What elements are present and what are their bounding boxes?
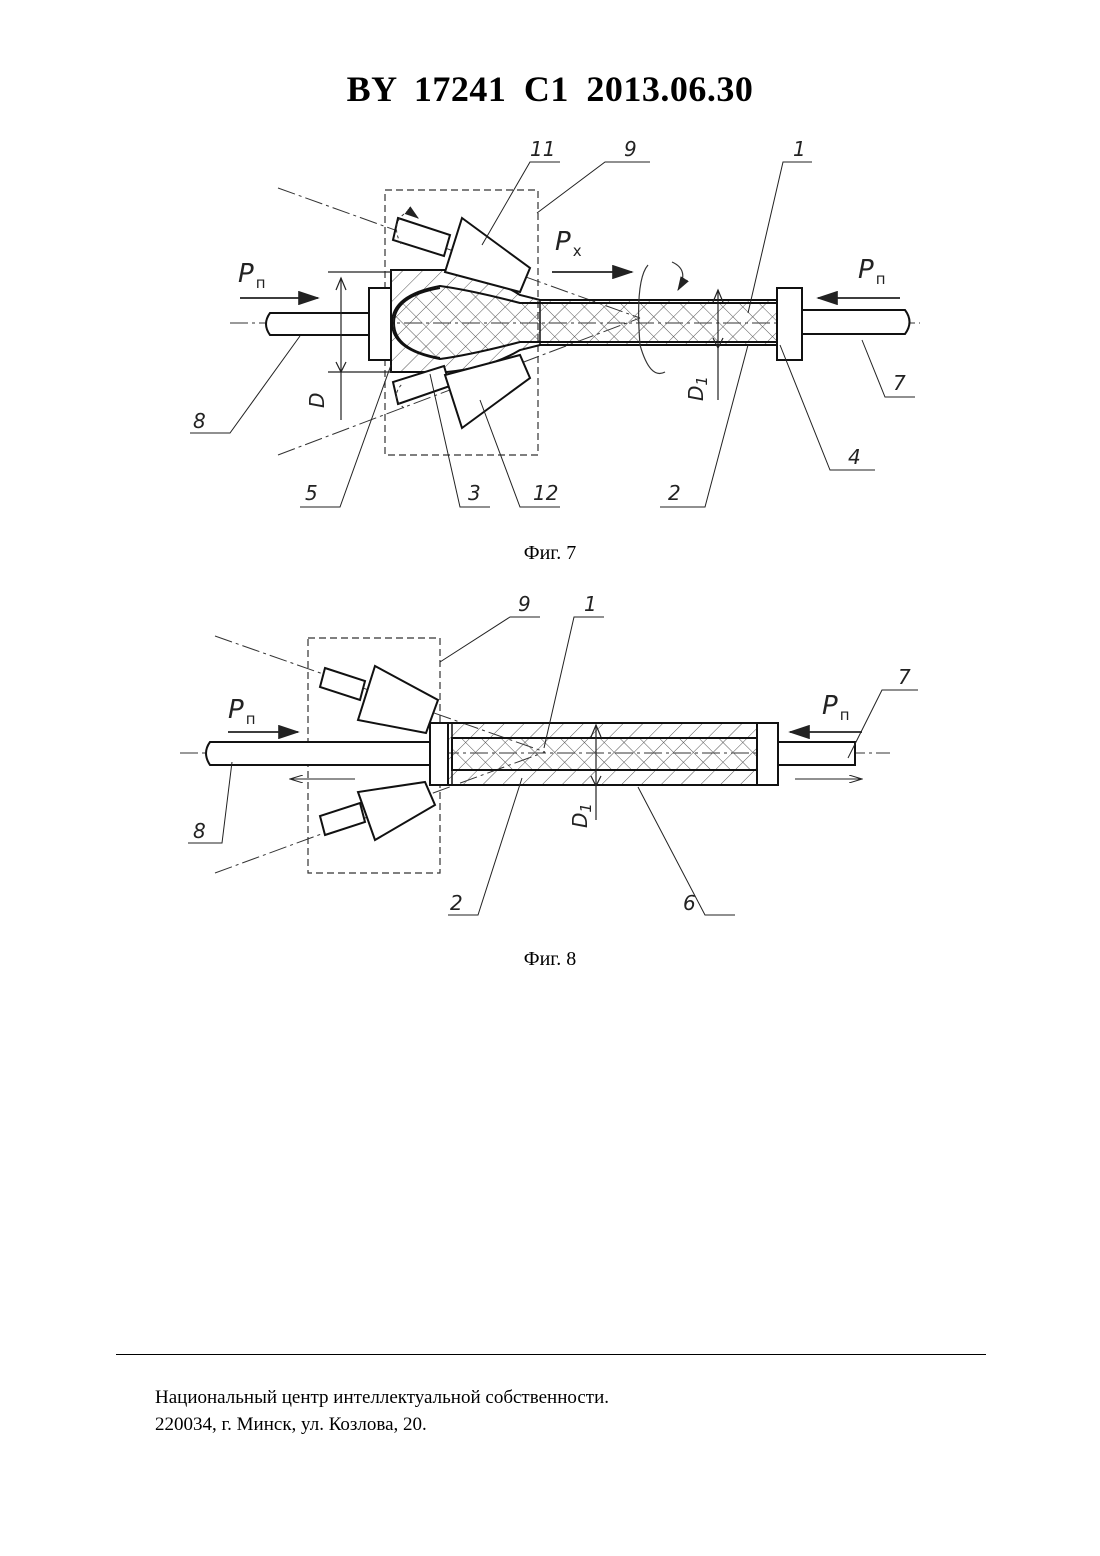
label-7: 7	[893, 371, 906, 395]
mandrel-rod-7	[802, 310, 910, 334]
label-3: 3	[468, 481, 481, 505]
label-D1-fig8: D1	[568, 803, 595, 828]
footer-divider	[116, 1354, 986, 1355]
washer-left-fig8	[430, 723, 448, 785]
roll-lower-fig8	[320, 782, 435, 840]
figure-8-caption: Фиг. 8	[0, 948, 1100, 971]
figure-7-caption: Фиг. 7	[0, 542, 1100, 565]
force-arrow-right-fig8: Pп	[790, 691, 862, 732]
force-arrow-left-fig8: Pп	[228, 695, 298, 732]
label-9-fig8: 9	[518, 592, 531, 616]
svg-text:Pп: Pп	[228, 695, 256, 728]
label-4: 4	[848, 445, 861, 469]
footer-address: Национальный центр интеллектуальной собс…	[155, 1384, 609, 1438]
label-1-fig8: 1	[584, 592, 597, 616]
label-8-fig8: 8	[193, 819, 206, 843]
svg-text:Pп: Pп	[238, 259, 266, 292]
label-11: 11	[530, 137, 555, 161]
figure-8-drawing: D1 Pп Pп 9 1 7 8 2 6	[0, 585, 1100, 925]
washer-4	[777, 288, 802, 360]
label-2-fig8: 2	[450, 891, 463, 915]
label-6-fig8: 6	[683, 891, 696, 915]
figure-7-drawing: D D1 Pп Pп Px 11 9 1 7 8 5 3 12 2 4	[0, 130, 1100, 530]
document-number-header: BY 17241 C1 2013.06.30	[0, 68, 1100, 110]
label-2: 2	[668, 481, 681, 505]
mandrel-rod-7-fig8	[778, 742, 855, 765]
washer-5	[369, 288, 391, 360]
label-D: D	[305, 393, 329, 408]
force-arrow-axial: Px	[552, 227, 632, 272]
roll-upper-fig8	[320, 666, 438, 733]
svg-text:Pп: Pп	[822, 691, 850, 724]
label-D1: D1	[684, 376, 711, 401]
force-arrow-right: Pп	[818, 255, 900, 298]
mandrel-rod-8	[266, 313, 370, 335]
footer-organization: Национальный центр интеллектуальной собс…	[155, 1384, 609, 1411]
svg-text:Px: Px	[555, 227, 582, 260]
footer-postal-address: 220034, г. Минск, ул. Козлова, 20.	[155, 1411, 609, 1438]
label-12: 12	[533, 481, 558, 505]
mandrel-rod-8-fig8	[206, 742, 430, 765]
label-1: 1	[793, 137, 806, 161]
label-7-fig8: 7	[898, 665, 911, 689]
label-9: 9	[624, 137, 637, 161]
washer-right-fig8	[757, 723, 778, 785]
label-5: 5	[305, 481, 318, 505]
svg-text:Pп: Pп	[858, 255, 886, 288]
core-insert-1-fig8	[452, 738, 757, 770]
label-8: 8	[193, 409, 206, 433]
force-arrow-left: Pп	[238, 259, 318, 298]
core-insert-1	[392, 286, 777, 359]
